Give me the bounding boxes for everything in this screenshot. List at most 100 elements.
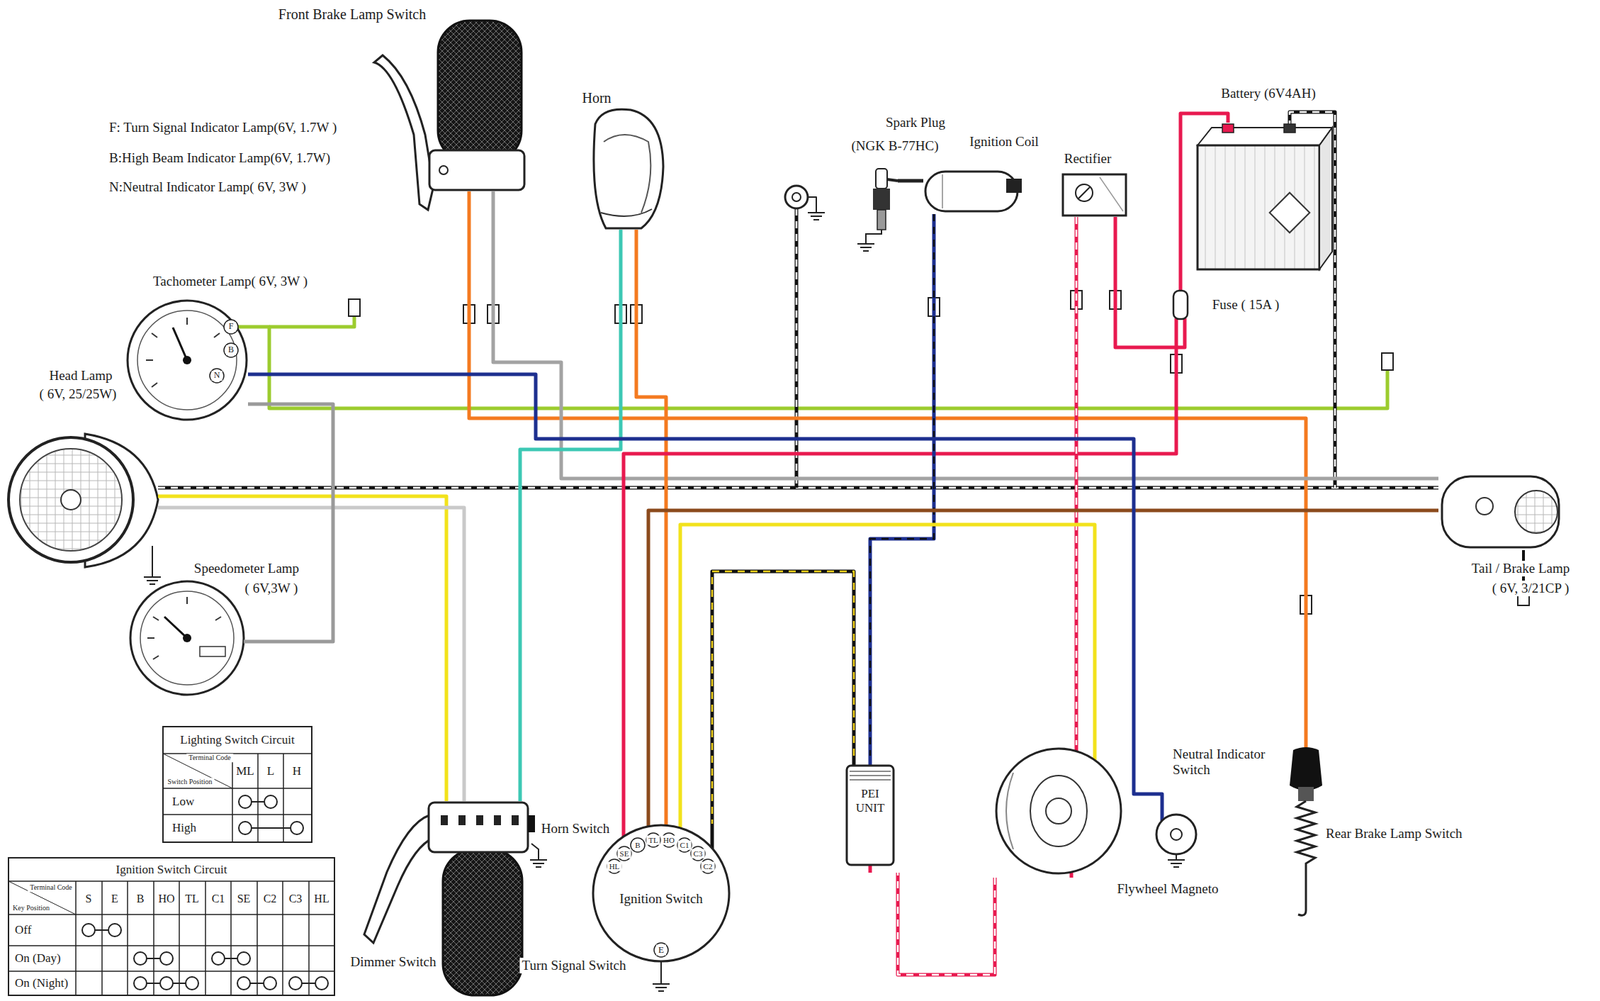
flywheel-magneto-part [1006,772,1014,849]
ignition-switch-part [630,837,645,852]
label-text: N:Neutral Indicator Lamp( 6V, 3W ) [106,179,309,195]
ignition-switch-table-part-part [289,976,302,990]
label-text: H [290,763,304,779]
ignition-switch-part [661,832,676,847]
battery-part [1197,127,1333,146]
battery-part [1319,127,1333,270]
wire-stub-part [868,755,873,766]
battery-part [1222,124,1234,133]
component-label: Lighting Switch Circuit [166,732,309,747]
label-text: B [134,892,147,905]
rectifier-part [1078,187,1090,199]
component-label: Tail / Brake Lamp [1469,560,1572,577]
wire-connector [636,229,667,824]
wire [1115,216,1185,348]
tail-brake-lamp-part [1475,497,1494,515]
wire-connector [158,507,465,801]
component-label: Front Brake Lamp Switch [276,6,428,23]
rear-brake-lamp-switch-part [1298,899,1306,915]
front-brake-lamp-switch-part [437,20,522,163]
ignition-switch-part [617,846,632,861]
left-switch-housing-part [458,814,466,825]
component-label: Battery (6V4AH) [1218,85,1318,102]
wire-stub-part [887,179,898,181]
wire [1074,216,1079,745]
component: Fuse ( 15A ) [1169,286,1192,323]
neutral-indicator-switch-part [1167,853,1185,867]
harness-wire-part [233,326,1388,409]
label-text: B [632,840,642,850]
label-text: L [265,763,277,779]
horn [593,109,664,229]
label-text: High [170,820,199,835]
ignition-switch-table-part [8,880,335,995]
harness-wire-part [795,208,799,488]
tachometer-part [209,368,224,383]
wire [870,213,934,756]
tachometer-part [182,355,192,365]
ignition-switch-part [690,846,706,861]
spark-plug-part [872,188,890,210]
component-label: Flywheel Magneto [1114,880,1221,897]
component: Ignition Coil [923,168,1026,214]
wire [248,374,1163,812]
label-text: TL [646,835,660,845]
wire-connector [680,524,1095,824]
wire-connector [897,872,995,975]
tail-brake-lamp [1441,476,1559,548]
component: Front Brake Lamp Switch [425,20,525,192]
component-label: Spark Plug [883,114,948,131]
component: Ignition Switch Circuit [8,857,335,995]
wire-stub-part [868,864,873,873]
component-label: Horn [579,89,613,107]
label-text: HL [607,861,623,871]
wire-stub-part [710,823,715,849]
label-text: C1 [209,892,228,905]
ignition-switch-table-part [82,923,329,990]
speedometer-part [199,646,226,657]
wire [158,507,465,801]
head-lamp-part [60,489,81,510]
pei-unit-part [846,765,894,865]
horn-part [600,209,652,217]
ignition-switch-table-part [8,880,76,915]
label-text: C3 [286,892,305,905]
label-text: S [83,892,95,905]
tail-brake-lamp-part [1514,490,1558,533]
speedometer [130,581,244,695]
fuse-part [1173,290,1188,319]
ignition-switch-table-part-part [315,976,329,990]
ignition-coil-part [941,174,944,209]
lighting-switch-table-part [238,795,252,808]
component: Rectifier [1061,172,1128,217]
speedometer-part [130,581,244,695]
spark-plug [857,168,890,251]
component: Flywheel Magneto [994,744,1123,878]
wire-tracer [1075,216,1078,745]
circle-terminal [785,185,825,220]
lighting-switch-table-part [162,753,233,788]
label-text: C3 [691,848,706,859]
component-label: ( 6V,3W ) [243,580,301,596]
ignition-switch-table [8,857,335,995]
tachometer-part [172,327,188,360]
label-text: HL [311,892,331,905]
ignition-switch-part [660,960,662,978]
label-text: Low [170,794,197,809]
ignition-switch-table-part-part [133,951,147,965]
wire-connector [648,510,1439,824]
wire [158,496,447,801]
rectifier-part [1062,174,1126,216]
label-text: SE [617,848,632,859]
wire-connector [243,403,334,642]
lighting-switch-table-part [264,795,278,808]
ignition-switch-part [607,858,622,873]
lighting-switch-table-part [245,826,297,829]
component-label: ( 6V, 25/25W) [37,386,120,402]
component-label: (NGK B-77HC) [849,138,942,154]
ignition-switch-table-part-part [211,951,225,965]
tachometer [127,300,247,420]
component: Battery (6V4AH) [1189,122,1332,271]
front-brake-lamp-switch [374,20,525,210]
wire [712,571,854,824]
